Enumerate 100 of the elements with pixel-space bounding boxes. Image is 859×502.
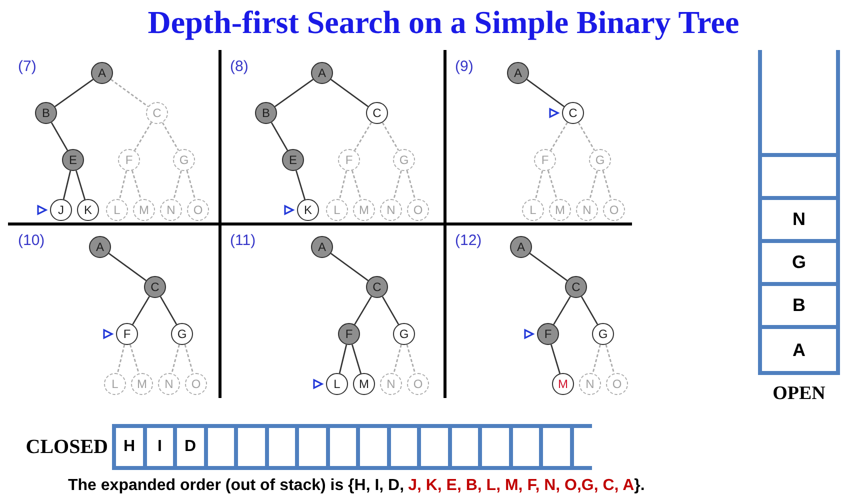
- tree-node-circle: E: [62, 149, 84, 171]
- tree-node-circle: O: [407, 199, 429, 221]
- tree-edge: [393, 344, 402, 374]
- list-cell: D: [173, 428, 204, 466]
- tree-node-circle: G: [393, 149, 415, 171]
- order-text: The expanded order (out of stack) is {H, I, D,: [68, 477, 404, 494]
- empty-list-cell: [539, 428, 574, 466]
- tree-node-circle: M: [552, 373, 574, 395]
- tree-edge: [553, 296, 571, 325]
- tree-edge: [351, 170, 362, 200]
- order-text: J, K, E, B, L, M, F, N, O,G, C, A: [408, 477, 634, 494]
- tree-node-circle: G: [173, 149, 195, 171]
- tree-node-circle: O: [606, 373, 628, 395]
- tree-node-circle: N: [380, 199, 402, 221]
- title: Depth-first Search on a Simple Binary Tree: [146, 4, 740, 41]
- tree-node-circle: M: [353, 199, 375, 221]
- tree-node-circle: K: [297, 199, 319, 221]
- tree-edge: [162, 122, 180, 151]
- tree-edge: [129, 344, 140, 374]
- tree-node-circle: N: [576, 199, 598, 221]
- tree-node-circle: F: [116, 323, 138, 345]
- tree-node-circle: N: [160, 199, 182, 221]
- tree-node-circle: F: [338, 149, 360, 171]
- tree-edge: [382, 296, 400, 325]
- tree-node-circle: N: [579, 373, 601, 395]
- list-cell: H: [112, 428, 142, 466]
- tree-edge: [382, 122, 400, 151]
- tree-edge: [184, 344, 194, 374]
- tree-edge: [116, 344, 126, 374]
- tree-node-circle: M: [133, 199, 155, 221]
- tree-edge: [529, 252, 568, 282]
- tree-node-circle: N: [380, 373, 402, 395]
- stack-label: OPEN: [772, 383, 826, 405]
- tree-node-circle: L: [326, 373, 348, 395]
- tree-node-circle: C: [565, 276, 587, 298]
- tree-edge: [580, 296, 598, 325]
- tree-edge: [550, 122, 568, 151]
- tree-edge: [526, 78, 565, 108]
- stack-cell: A: [762, 329, 836, 371]
- tree-edge: [118, 170, 128, 200]
- tree-edge: [354, 296, 372, 325]
- tree-edge: [171, 344, 180, 374]
- tree-edge: [295, 170, 306, 200]
- tree-node-circle: A: [91, 62, 113, 84]
- tree-edge: [110, 78, 149, 108]
- tree-node-circle: B: [35, 102, 57, 124]
- stack-cell: N: [762, 200, 836, 243]
- tree-node-circle: L: [106, 199, 128, 221]
- stack-frame: [758, 50, 840, 375]
- tree-node-circle: L: [326, 199, 348, 221]
- tree-edge: [393, 170, 402, 200]
- tree-edge: [592, 344, 601, 374]
- tree-node-circle: B: [255, 102, 277, 124]
- tree-node-circle: G: [592, 323, 614, 345]
- list-label: CLOSED: [26, 436, 108, 459]
- tree-edge: [351, 344, 362, 374]
- tree-edge: [62, 170, 72, 200]
- tree-edge: [338, 344, 348, 374]
- tree-node-circle: M: [131, 373, 153, 395]
- stack-cell: B: [762, 286, 836, 329]
- tree-edge: [131, 170, 142, 200]
- tree-edge: [338, 170, 348, 200]
- list-cell: I: [142, 428, 173, 466]
- tree-node-circle: C: [562, 102, 584, 124]
- tree-node-circle: O: [603, 199, 625, 221]
- tree-node-circle: K: [77, 199, 99, 221]
- tree-node-circle: O: [187, 199, 209, 221]
- tree-node-circle: F: [534, 149, 556, 171]
- tree-edge: [132, 296, 150, 325]
- tree-edge: [589, 170, 598, 200]
- tree-node-circle: L: [522, 199, 544, 221]
- tree-edge: [550, 344, 561, 374]
- tree-edge: [330, 252, 369, 282]
- tree-node-circle: J: [50, 199, 72, 221]
- panel-number: (8): [230, 58, 248, 75]
- tree-edge: [75, 170, 86, 200]
- stack-cell: G: [762, 243, 836, 286]
- tree-edge: [186, 170, 196, 200]
- tree-edge: [54, 78, 94, 108]
- panel-number: (9): [455, 58, 474, 75]
- tree-edge: [274, 78, 314, 108]
- panel-number: (7): [18, 58, 36, 75]
- tree-node-circle: G: [393, 323, 415, 345]
- order-text: }.: [634, 477, 645, 494]
- tree-node-circle: F: [338, 323, 360, 345]
- tree-edge: [547, 170, 558, 200]
- panel-number: (12): [455, 232, 482, 249]
- tree-edge: [270, 122, 288, 151]
- tree-node-circle: L: [104, 373, 126, 395]
- tree-node-circle: O: [185, 373, 207, 395]
- tree-node-circle: G: [171, 323, 193, 345]
- tree-node-circle: C: [146, 102, 168, 124]
- tree-node-circle: F: [537, 323, 559, 345]
- tree-node-circle: C: [366, 276, 388, 298]
- tree-node-circle: E: [282, 149, 304, 171]
- tree-node-circle: A: [89, 236, 111, 258]
- tree-node-circle: A: [510, 236, 532, 258]
- tree-node-circle: A: [311, 62, 333, 84]
- tree-edge: [406, 344, 416, 374]
- tree-edge: [134, 122, 152, 151]
